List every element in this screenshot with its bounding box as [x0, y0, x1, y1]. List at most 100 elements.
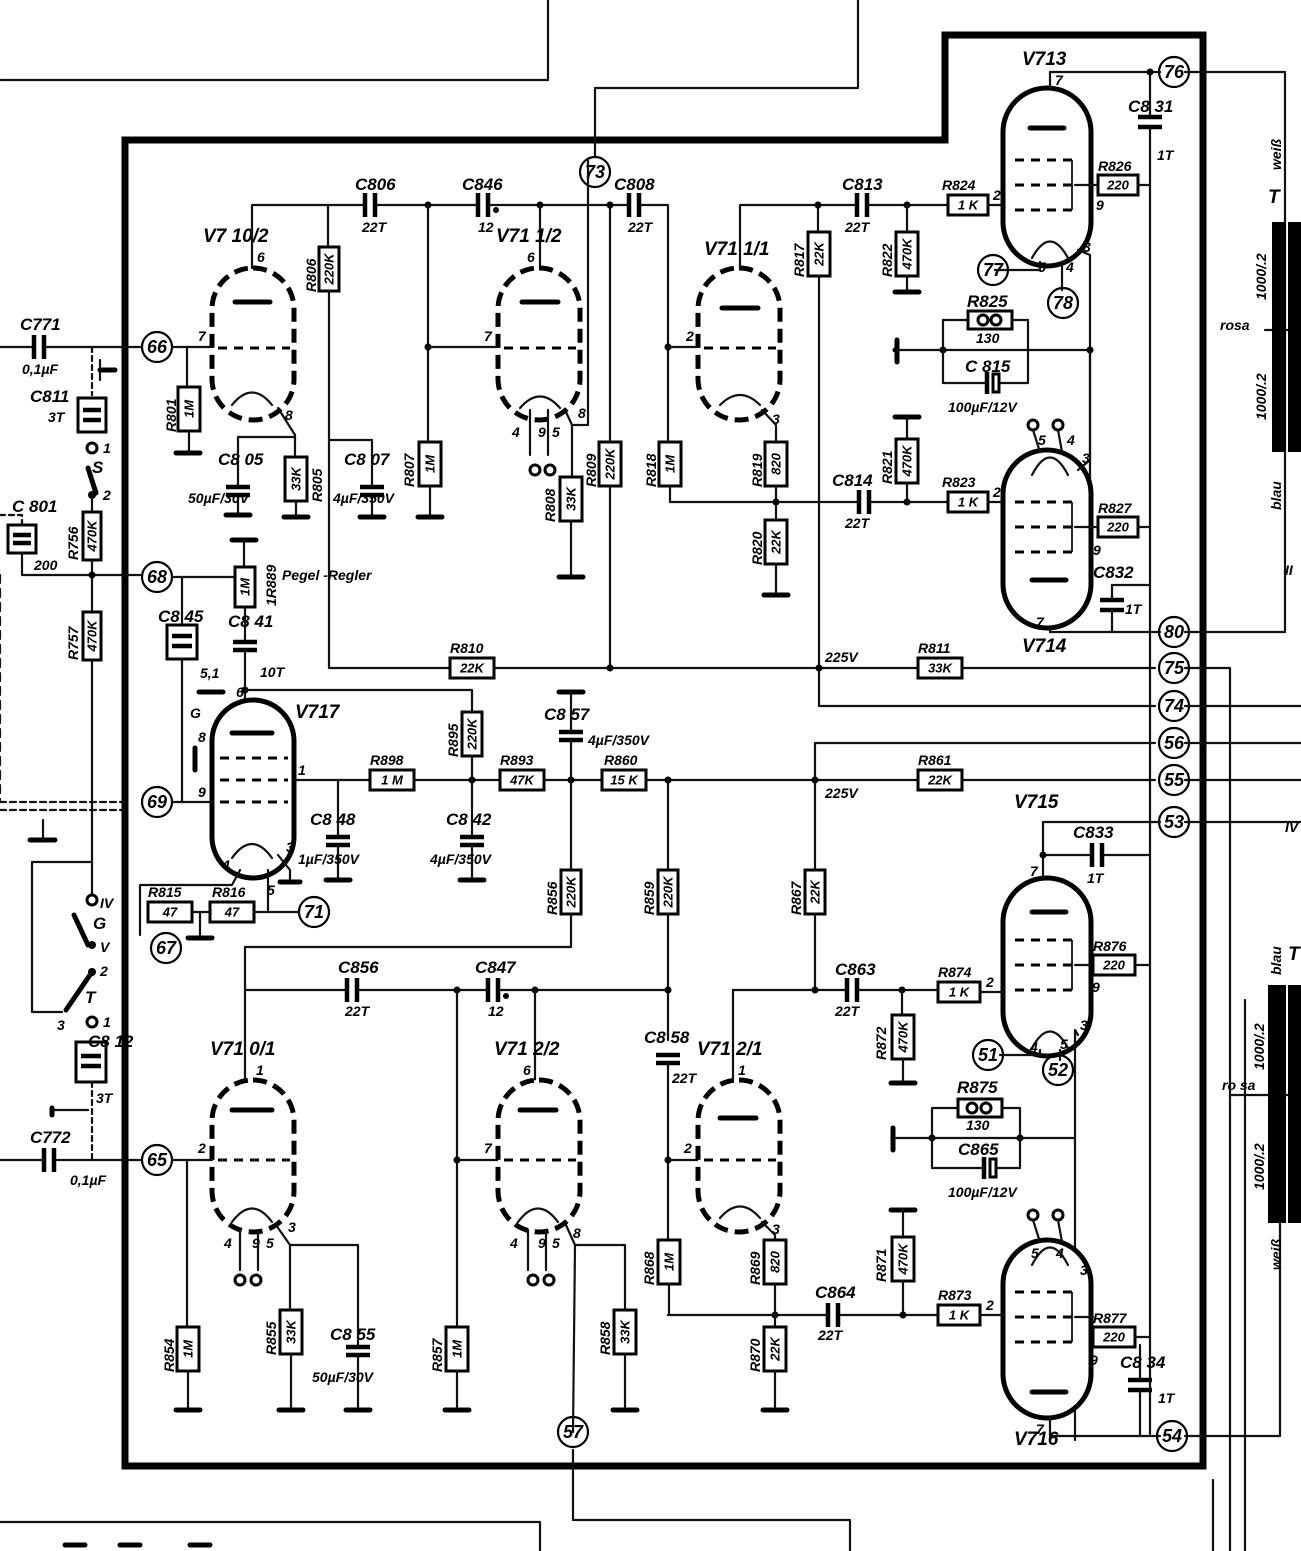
r806-label: R806 [303, 258, 319, 292]
r867-label: R867 [788, 880, 804, 915]
svg-text:1000/.2: 1000/.2 [1253, 253, 1269, 300]
r857-label: R857 [429, 1337, 445, 1372]
c833-value: 1T [1087, 870, 1105, 886]
svg-text:5: 5 [267, 882, 275, 898]
svg-text:220K: 220K [465, 717, 480, 751]
svg-text:9: 9 [198, 784, 206, 800]
svg-text:T: T [1288, 944, 1301, 965]
r822-label: R822 [879, 243, 895, 277]
c811-value: 3T [48, 409, 66, 425]
svg-text:1 K: 1 K [949, 985, 971, 1000]
r811-label: R811 [918, 640, 951, 656]
svg-text:15 K: 15 K [610, 773, 639, 788]
svg-text:820: 820 [769, 452, 784, 474]
c772-label: C772 [30, 1128, 71, 1147]
svg-text:1M: 1M [662, 1252, 677, 1271]
r855-label: R855 [263, 1321, 279, 1355]
terminal-73-label: 73 [585, 162, 605, 182]
svg-text:1M: 1M [663, 454, 678, 473]
terminal-52-label: 52 [1048, 1060, 1068, 1080]
svg-text:8: 8 [573, 1225, 581, 1241]
r808-label: R808 [542, 488, 558, 522]
c846-label: C846 [462, 175, 503, 194]
svg-text:6: 6 [236, 684, 244, 700]
svg-text:3: 3 [772, 411, 780, 427]
r823-label: R823 [942, 474, 976, 490]
svg-text:IV: IV [1285, 819, 1300, 835]
r809-label: R809 [583, 453, 599, 487]
r858-label: R858 [597, 1321, 613, 1355]
c864-label: C864 [815, 1283, 856, 1302]
r825-value: 130 [976, 330, 1000, 346]
svg-text:1 M: 1 M [381, 773, 404, 788]
r827-label: R827 [1098, 500, 1133, 516]
r898-label: R898 [370, 752, 404, 768]
svg-text:220: 220 [1106, 520, 1129, 535]
switch-s-label: S [92, 458, 104, 477]
r821-label: R821 [879, 450, 895, 484]
c856-label: C856 [338, 958, 379, 977]
svg-text:220K: 220K [564, 875, 579, 909]
r893-label: R893 [500, 752, 534, 768]
r871-label: R871 [873, 1248, 889, 1282]
svg-text:7: 7 [484, 328, 493, 344]
c831-value: 1T [1157, 147, 1175, 163]
c812-value: 3T [96, 1090, 114, 1106]
c858-value: 22T [671, 1070, 698, 1086]
svg-text:1 K: 1 K [958, 495, 980, 510]
terminal-67-label: 67 [156, 938, 177, 958]
svg-text:1: 1 [256, 1062, 264, 1078]
c805-label: C8 05 [218, 450, 264, 469]
svg-text:1000/.2: 1000/.2 [1253, 373, 1269, 420]
svg-text:2: 2 [992, 187, 1001, 203]
tube-v710-1 [209, 1077, 297, 1235]
r868-label: R868 [641, 1251, 657, 1285]
r820-label: R820 [749, 531, 765, 565]
svg-text:1M: 1M [182, 399, 197, 418]
r815-label: R815 [148, 884, 182, 900]
tube-v710-1-label: V71 0/1 [210, 1039, 276, 1060]
svg-text:8: 8 [578, 405, 586, 421]
tube-v716 [1000, 1237, 1094, 1421]
tube-v715-label: V715 [1014, 792, 1059, 813]
svg-text:9: 9 [538, 1235, 546, 1251]
terminal-65-label: 65 [147, 1150, 168, 1170]
terminal-80-label: 80 [1164, 622, 1184, 642]
svg-text:220: 220 [1102, 1330, 1125, 1345]
tube-v712-1 [695, 1077, 783, 1235]
c865-label: C865 [958, 1140, 999, 1159]
c863-value: 22T [834, 1003, 861, 1019]
svg-text:470K: 470K [85, 619, 100, 653]
svg-text:1: 1 [738, 1062, 746, 1078]
c858-label: C8 58 [644, 1028, 690, 1047]
svg-text:1000/.2: 1000/.2 [1251, 1023, 1267, 1070]
terminal-51-label: 51 [978, 1045, 998, 1065]
svg-text:ro sa: ro sa [1222, 1077, 1256, 1093]
r873-label: R873 [938, 1287, 972, 1303]
r824-label: R824 [942, 177, 976, 193]
svg-text:220: 220 [1102, 958, 1125, 973]
r876-label: R876 [1093, 938, 1127, 954]
svg-text:9: 9 [538, 424, 546, 440]
svg-text:6: 6 [257, 249, 265, 265]
c832-label: C832 [1093, 563, 1134, 582]
terminal-75-label: 75 [1164, 658, 1185, 678]
r870-label: R870 [747, 1338, 763, 1372]
c856-value: 22T [344, 1003, 371, 1019]
r825-label: R825 [967, 292, 1008, 311]
svg-text:470K: 470K [896, 1242, 911, 1276]
c865-value: 100µF/12V [948, 1184, 1018, 1200]
r859-label: R859 [641, 881, 657, 915]
svg-text:470K: 470K [900, 444, 915, 478]
c848-label: C8 48 [310, 810, 356, 829]
c842-label: C8 42 [446, 810, 492, 829]
c841-label: C8 41 [228, 612, 273, 631]
svg-text:470K: 470K [85, 519, 100, 553]
output-transformer-upper [1272, 222, 1301, 452]
tube-v712-2 [495, 1077, 583, 1235]
svg-text:7: 7 [484, 1140, 493, 1156]
output-transformer-lower [1268, 985, 1301, 1223]
svg-text:7: 7 [1036, 1421, 1045, 1437]
chassis-border [121, 31, 1207, 1470]
